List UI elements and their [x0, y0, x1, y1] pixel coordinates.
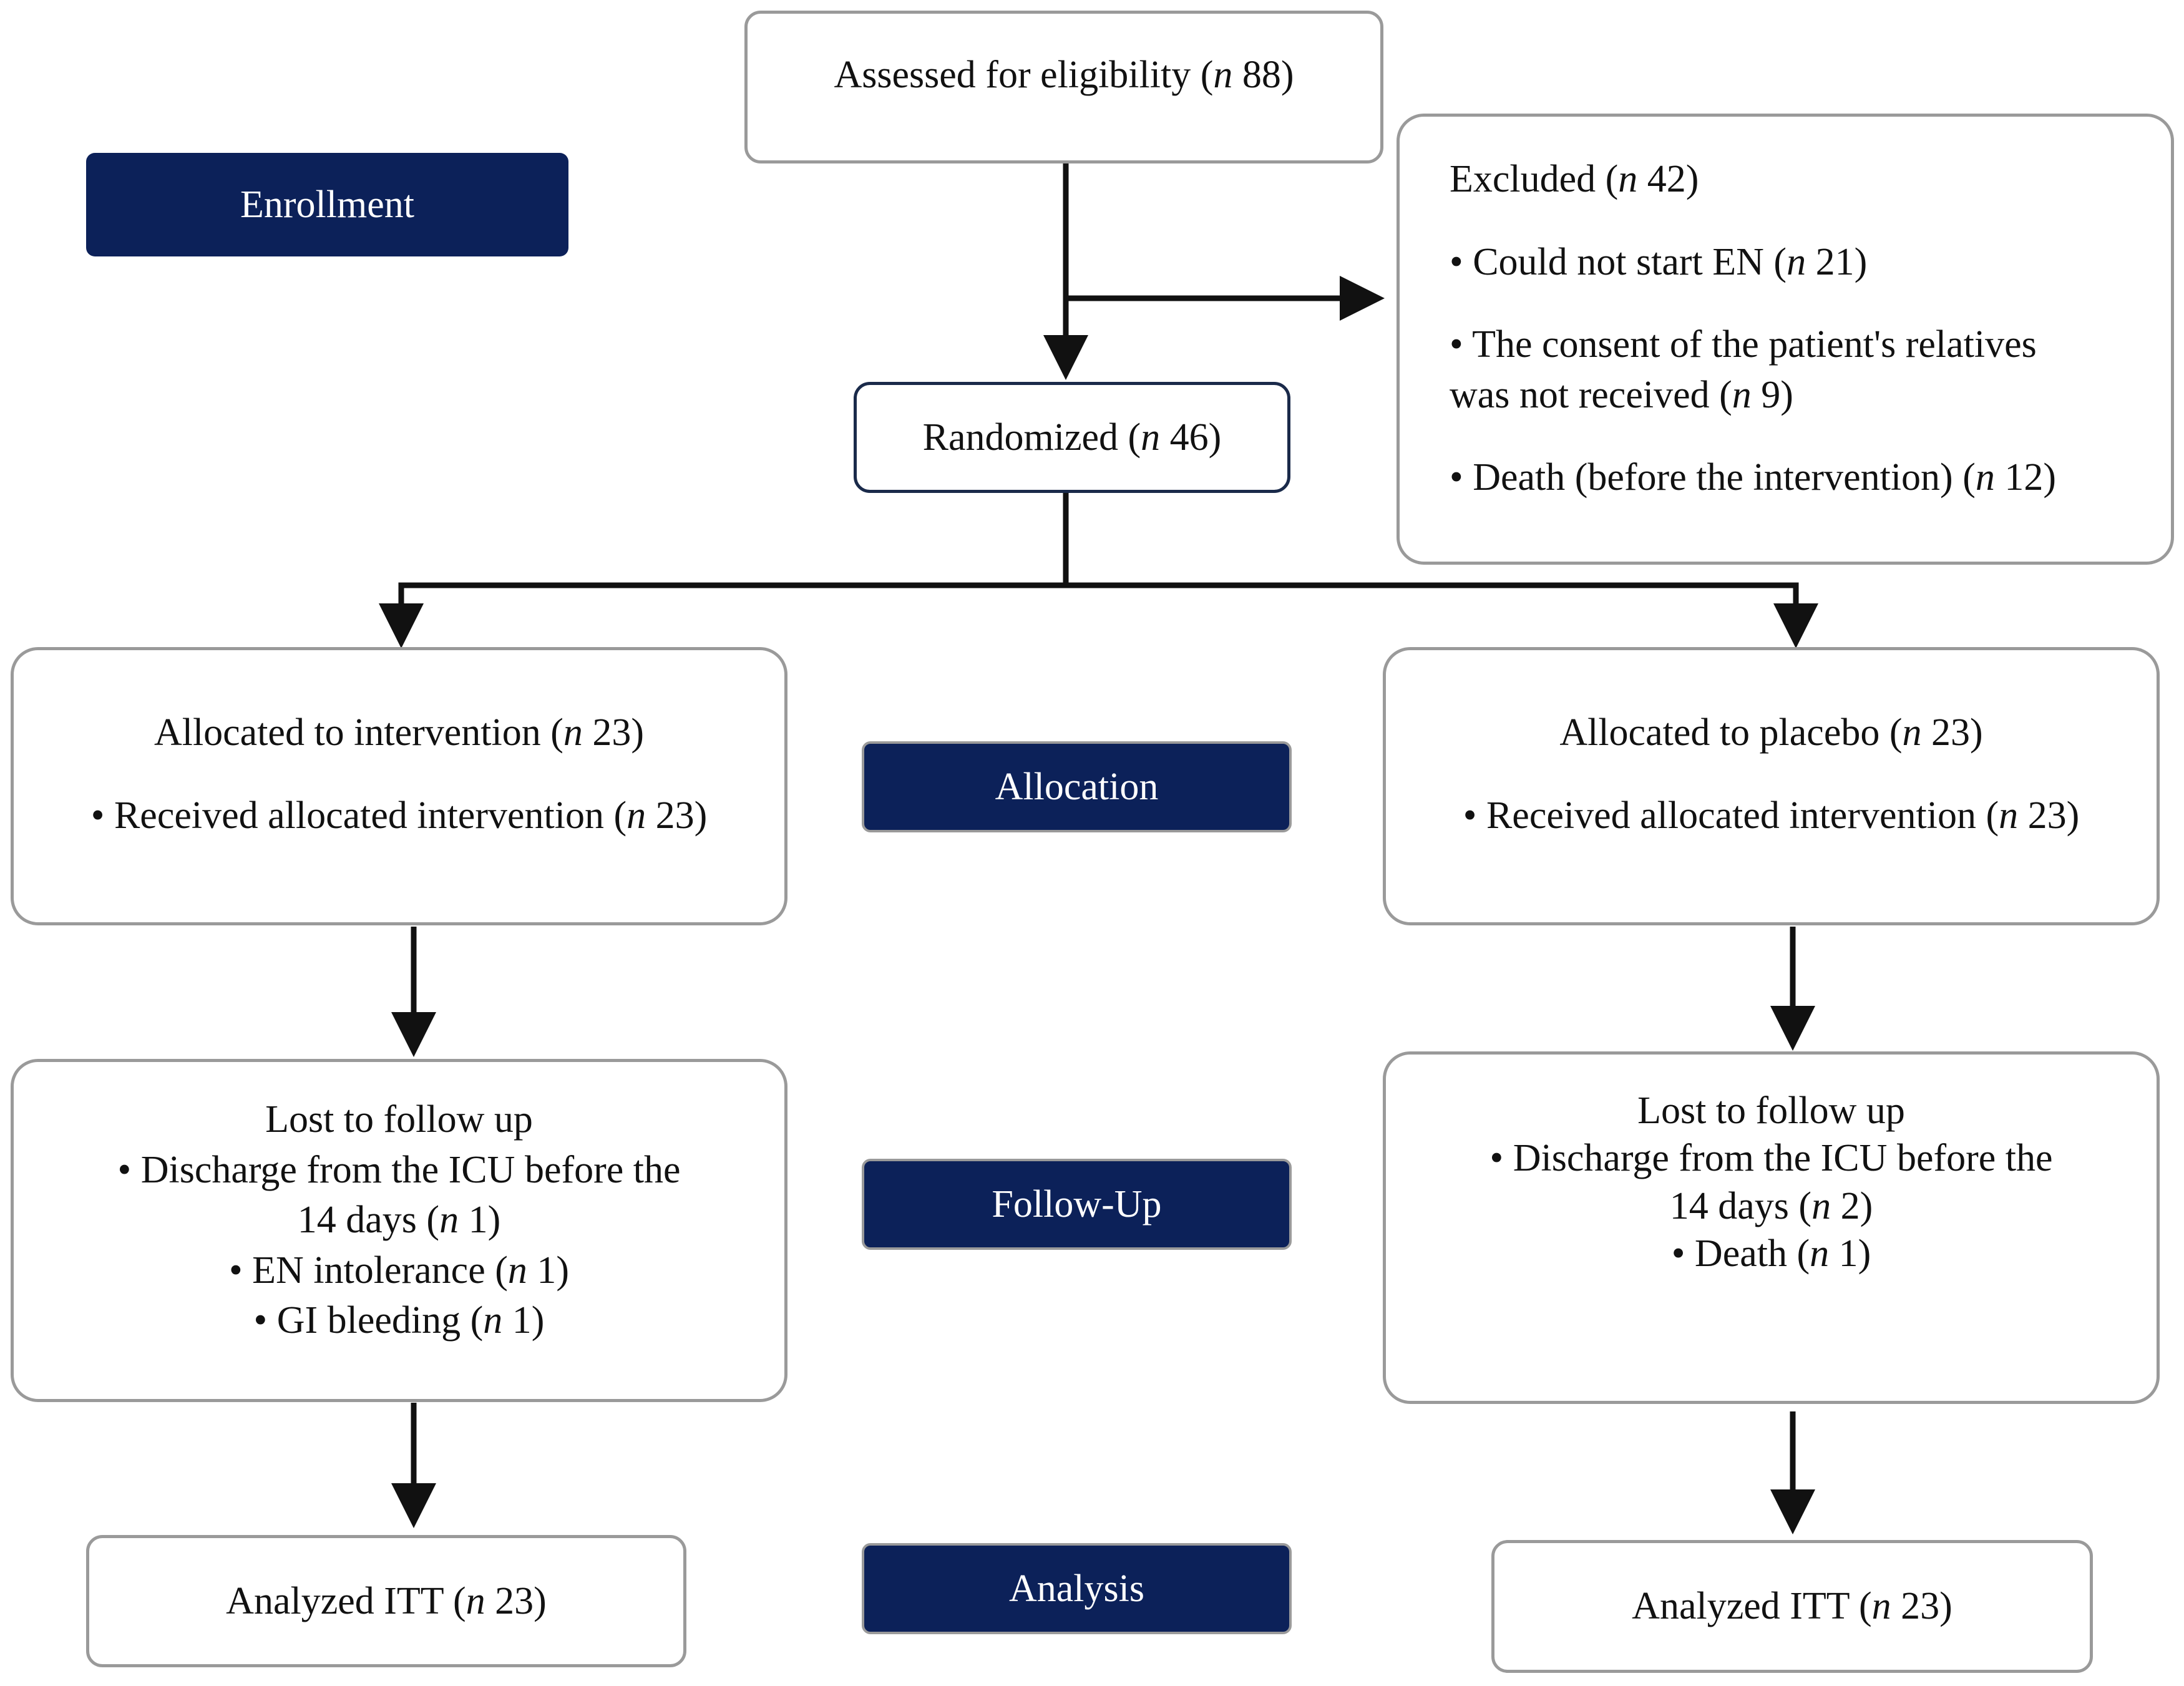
- analyzed-placebo-text: Analyzed ITT (n 23): [1632, 1585, 1952, 1628]
- lost-intervention-discharge-days: 14 days (n 1): [297, 1199, 501, 1242]
- lost-followup-intervention-title: Lost to follow up: [265, 1098, 533, 1141]
- analyzed-placebo-box: Analyzed ITT (n 23): [1491, 1540, 2093, 1673]
- randomized-text: Randomized (n 46): [922, 416, 1222, 459]
- lost-followup-placebo-box: Lost to follow up • Discharge from the I…: [1383, 1051, 2160, 1404]
- received-intervention-line: • Received allocated intervention (n 23): [90, 794, 708, 837]
- split-connector: [398, 582, 1799, 640]
- allocated-placebo-box: Allocated to placebo (n 23) • Received a…: [1383, 647, 2160, 925]
- stage-allocation: Allocation: [862, 741, 1292, 832]
- lost-placebo-discharge-days: 14 days (n 2): [1669, 1184, 1873, 1227]
- lost-intervention-en-intolerance: • EN intolerance (n 1): [228, 1249, 570, 1292]
- excluded-item-consent: • The consent of the patient's relatives: [1450, 323, 2037, 366]
- excluded-item-could-not-start-en: • Could not start EN (n 21): [1450, 240, 1868, 283]
- stage-enrollment: Enrollment: [86, 153, 568, 256]
- allocated-placebo-title: Allocated to placebo (n 23): [1559, 711, 1983, 754]
- stage-follow-up: Follow-Up: [862, 1159, 1292, 1250]
- randomized-box: Randomized (n 46): [854, 382, 1290, 493]
- lost-intervention-discharge: • Discharge from the ICU before the: [117, 1148, 681, 1191]
- excluded-box: Excluded (n 42) • Could not start EN (n …: [1397, 114, 2174, 565]
- analyzed-intervention-text: Analyzed ITT (n 23): [226, 1579, 547, 1622]
- lost-placebo-death: • Death (n 1): [1671, 1232, 1871, 1275]
- allocated-intervention-box: Allocated to intervention (n 23) • Recei…: [11, 647, 787, 925]
- analyzed-intervention-box: Analyzed ITT (n 23): [86, 1535, 686, 1667]
- stage-analysis: Analysis: [862, 1543, 1292, 1634]
- assessed-box: Assessed for eligibility (n 88): [744, 11, 1383, 163]
- received-placebo-line: • Received allocated intervention (n 23): [1463, 794, 2080, 837]
- assessed-text: Assessed for eligibility (n 88): [834, 54, 1294, 96]
- excluded-item-consent-cont: was not received (n 9): [1450, 373, 1793, 416]
- allocated-intervention-title: Allocated to intervention (n 23): [154, 711, 645, 754]
- lost-placebo-discharge: • Discharge from the ICU before the: [1489, 1137, 2053, 1180]
- lost-followup-placebo-title: Lost to follow up: [1637, 1089, 1905, 1132]
- lost-intervention-gi-bleeding: • GI bleeding (n 1): [253, 1299, 545, 1342]
- excluded-title: Excluded (n 42): [1450, 158, 1699, 200]
- lost-followup-intervention-box: Lost to follow up • Discharge from the I…: [11, 1059, 787, 1402]
- excluded-item-death: • Death (before the intervention) (n 12): [1450, 456, 2056, 499]
